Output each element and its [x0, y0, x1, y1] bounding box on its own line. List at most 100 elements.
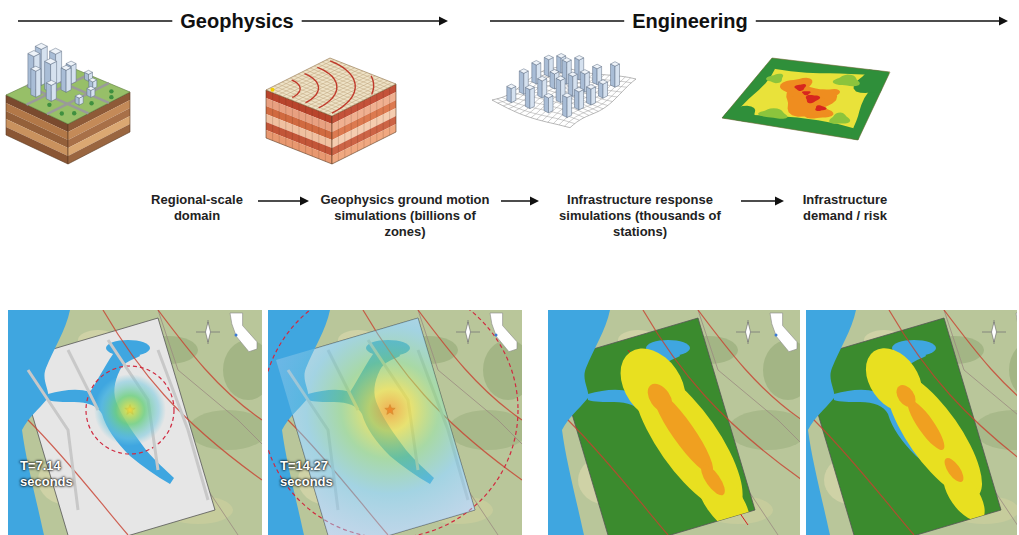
mesh-line: [383, 90, 384, 138]
region-marker: [775, 334, 778, 337]
low-risk-area: [851, 86, 891, 144]
high-risk-area: [697, 461, 729, 499]
building: [563, 95, 568, 117]
ground-surface: [6, 66, 130, 124]
caption-text: Infrastructure response simulations (tho…: [545, 192, 735, 240]
wave-overlay: [230, 250, 550, 535]
heading-rule: [18, 20, 172, 22]
mesh-line: [364, 100, 365, 148]
building-roof: [87, 86, 95, 90]
building-roof: [587, 85, 596, 90]
simulation-slab: [266, 58, 396, 164]
severe-risk-area: [802, 91, 811, 95]
tree: [60, 111, 64, 115]
ocean: [8, 310, 70, 535]
domain-layer: [607, 336, 761, 535]
state-inset: [230, 313, 257, 352]
building: [51, 83, 56, 102]
building: [550, 72, 555, 89]
building-roof: [556, 76, 565, 81]
building-roof: [568, 72, 577, 77]
building: [31, 69, 36, 98]
heading-rule: [490, 20, 624, 22]
mesh-line: [318, 111, 319, 159]
compass: [992, 322, 997, 342]
stage-caption: Regional-scale domain: [142, 192, 252, 224]
building-roof: [575, 87, 584, 92]
mesh-line: [312, 108, 313, 156]
wave-layer: [230, 250, 550, 535]
bay: [48, 348, 174, 484]
section-heading: Geophysics: [180, 9, 293, 33]
moderate-risk-area: [766, 74, 783, 84]
tree: [72, 111, 76, 115]
flow-line: [501, 200, 531, 202]
region-marker: [495, 334, 498, 337]
time-label: T=14.27 seconds: [280, 458, 342, 490]
arrowhead: [530, 197, 539, 206]
building-roof: [75, 94, 83, 98]
epicenter-dot: [271, 88, 275, 92]
fault-line: [698, 310, 802, 420]
compass: [746, 322, 751, 342]
flow-arrow: [258, 197, 309, 206]
map: [774, 310, 1019, 535]
heading-arrow: [302, 20, 440, 22]
mesh-line: [344, 110, 345, 158]
building: [587, 87, 592, 105]
building: [532, 63, 537, 84]
soil-layer: [6, 127, 68, 164]
building: [36, 69, 41, 98]
high-risk-area: [893, 382, 920, 411]
building-roof: [593, 64, 602, 69]
wave-layer: [94, 374, 166, 446]
high-risk-area: [643, 379, 678, 417]
building-roof: [550, 70, 559, 75]
soil-layer: [68, 124, 130, 164]
domain-layer: [854, 338, 998, 528]
compass: [206, 322, 211, 342]
building: [611, 64, 616, 87]
mesh-line: [299, 103, 300, 151]
flow-line: [741, 200, 776, 202]
risk-plane: [696, 53, 896, 145]
relief-shading: [158, 350, 208, 500]
mesh-line: [306, 70, 372, 96]
building: [575, 90, 580, 110]
building: [603, 82, 608, 98]
mesh-line: [272, 93, 273, 141]
building: [599, 82, 604, 98]
mesh-line: [310, 68, 376, 94]
building-roof: [519, 69, 528, 74]
building: [544, 57, 549, 76]
tree: [109, 89, 113, 93]
flow-arrow: [501, 197, 539, 206]
wave-front: [292, 80, 300, 97]
severe-risk-area: [794, 84, 806, 91]
wave-overlay: [94, 374, 166, 446]
building: [593, 67, 598, 85]
building-roof: [89, 78, 97, 82]
building-roof: [50, 48, 62, 54]
state-inset: [490, 313, 517, 352]
wave-front: [317, 67, 337, 108]
wave-front: [305, 74, 319, 103]
severe-risk-area: [815, 105, 826, 111]
relief-shading: [68, 350, 98, 410]
building-roof: [525, 85, 534, 90]
flow-arrow: [741, 197, 784, 206]
state-inset: [1016, 313, 1019, 352]
mesh-line: [389, 87, 390, 135]
building: [556, 78, 561, 102]
building-roof: [45, 58, 57, 64]
region-marker: [235, 334, 238, 337]
building-roof: [544, 93, 553, 98]
high-risk-area: [804, 104, 833, 118]
mesh-line: [357, 103, 358, 151]
section-heading: Engineering: [632, 9, 748, 33]
arrowhead: [300, 197, 309, 206]
tree: [109, 95, 113, 99]
building-roof: [599, 80, 608, 85]
building: [71, 64, 76, 85]
mesh-line: [279, 95, 280, 143]
